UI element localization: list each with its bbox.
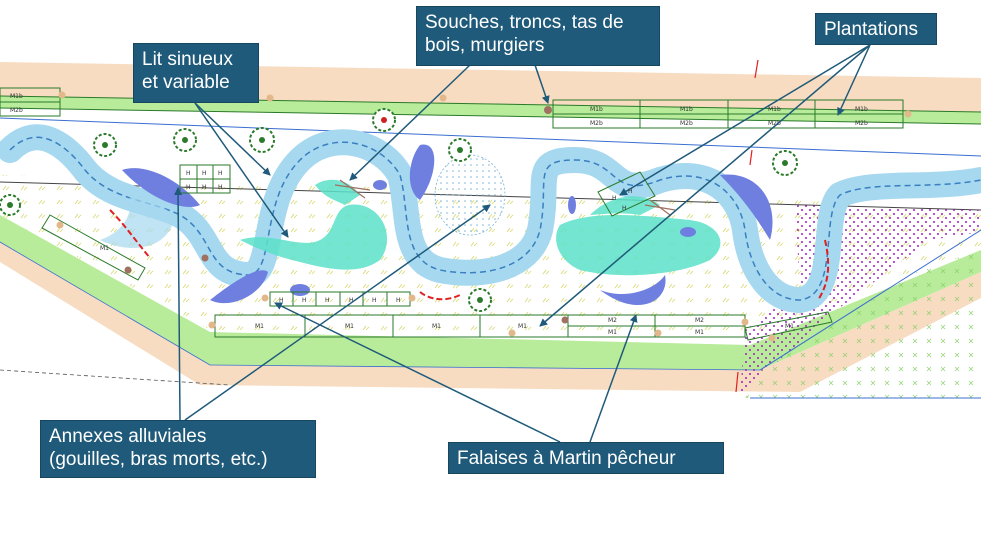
callout-falaises-text: Falaises à Martin pêcheur xyxy=(457,448,676,469)
stump-icon xyxy=(544,106,552,114)
label-m1b-3: M1b xyxy=(768,106,781,113)
label-h-14: H xyxy=(628,188,633,195)
arrow-plantations-3 xyxy=(539,44,871,327)
tree-icon xyxy=(772,150,798,176)
callout-annexes-line1: Annexes alluviales xyxy=(49,426,207,447)
label-h-9: H xyxy=(325,297,330,304)
label-m2b-3: M2b xyxy=(768,120,781,127)
tree-icon xyxy=(468,288,492,312)
label-h-13: H xyxy=(612,195,617,202)
label-m1b-1: M1b xyxy=(590,106,603,113)
stump-icon xyxy=(654,329,662,337)
arrow-annexes-1 xyxy=(174,187,183,421)
label-h-10: H xyxy=(349,297,354,304)
arrow-annexes-2 xyxy=(184,204,491,421)
cliff-bank-lines xyxy=(109,59,830,393)
label-m2b-left: M2b xyxy=(10,107,23,114)
label-m1-5: M1 xyxy=(608,329,617,336)
arrow-falaises-1 xyxy=(274,302,561,443)
label-m1b-left: M1b xyxy=(10,93,23,100)
label-h-7: H xyxy=(279,297,284,304)
tree-icon xyxy=(173,128,197,152)
stump-icon xyxy=(408,294,416,302)
callout-plantations: Plantations xyxy=(815,13,937,45)
label-h-8: H xyxy=(302,297,307,304)
label-m1-8: M1 xyxy=(100,245,109,252)
label-h-15: H xyxy=(622,205,627,212)
tree-icon xyxy=(0,194,21,216)
label-h-6: H xyxy=(218,184,223,191)
stump-icon xyxy=(439,94,447,102)
alluvial-ponds xyxy=(122,144,773,306)
label-h-1: H xyxy=(186,170,191,177)
callout-plantations-text: Plantations xyxy=(824,19,919,40)
tree-icon xyxy=(249,127,275,153)
label-m1-6: M1 xyxy=(695,329,704,336)
callout-arrows xyxy=(174,44,871,443)
meandering-river xyxy=(0,124,981,314)
stump-icon xyxy=(124,266,132,274)
hedge-grid-labels: M1b M2b M1b M1b M1b M1b M2b M2b M2b M2b … xyxy=(10,93,868,336)
callout-lit-line2: et variable xyxy=(142,72,230,93)
label-h-5: H xyxy=(202,184,207,191)
callout-souches-text: Souches, troncs, tas de bois, murgiers xyxy=(425,12,624,56)
label-m2b-4: M2b xyxy=(855,120,868,127)
label-m1b-4: M1b xyxy=(855,106,868,113)
callout-annexes-line2: (gouilles, bras morts, etc.) xyxy=(49,449,268,470)
callout-lit-sinueux: Lit sinueux et variable xyxy=(133,43,259,103)
stump-icon xyxy=(261,294,269,302)
stump-icon xyxy=(904,110,912,118)
arrow-plantations-1 xyxy=(837,44,871,116)
label-m2b-2: M2b xyxy=(680,120,693,127)
stump-icon xyxy=(741,318,749,326)
stump-icon xyxy=(58,91,66,99)
label-m2-1: M2 xyxy=(608,317,617,324)
label-m1-2: M1 xyxy=(345,323,354,330)
label-h-2: H xyxy=(202,170,207,177)
dotted-meadow-zone xyxy=(740,205,981,399)
arrow-falaises-2 xyxy=(589,314,638,443)
label-h-12: H xyxy=(396,297,401,304)
callout-lit-line1: Lit sinueux xyxy=(142,49,233,70)
stump-icon xyxy=(201,254,209,262)
tree-icon xyxy=(93,133,117,157)
arrow-souches-1 xyxy=(349,64,471,181)
label-m2b-1: M2b xyxy=(590,120,603,127)
label-m1-4: M1 xyxy=(518,323,527,330)
stump-icon xyxy=(56,221,64,229)
arrow-souches-2 xyxy=(534,64,550,104)
stump-icon xyxy=(266,94,274,102)
tree-icon xyxy=(448,138,472,162)
label-m1-1: M1 xyxy=(255,323,264,330)
label-h-4: H xyxy=(186,184,191,191)
tree-symbols xyxy=(0,108,798,312)
label-h-3: H xyxy=(218,170,223,177)
arrow-plantations-2 xyxy=(619,44,871,196)
label-m1-7: M1 xyxy=(785,323,794,330)
stump-icon xyxy=(768,334,776,342)
callout-falaises: Falaises à Martin pêcheur xyxy=(448,442,724,474)
arrow-lit-1 xyxy=(194,102,271,176)
lower-embankment xyxy=(0,215,981,392)
callout-souches: Souches, troncs, tas de bois, murgiers xyxy=(416,6,660,66)
arrow-lit-2 xyxy=(194,102,289,238)
tree-icon xyxy=(372,108,396,132)
label-m1-3: M1 xyxy=(432,323,441,330)
stump-symbols xyxy=(56,91,912,342)
label-m1b-2: M1b xyxy=(680,106,693,113)
label-m2-2: M2 xyxy=(695,317,704,324)
stump-icon xyxy=(208,321,216,329)
stump-icon xyxy=(561,316,569,324)
callout-annexes: Annexes alluviales (gouilles, bras morts… xyxy=(40,420,316,478)
label-h-11: H xyxy=(372,297,377,304)
stump-icon xyxy=(508,329,516,337)
